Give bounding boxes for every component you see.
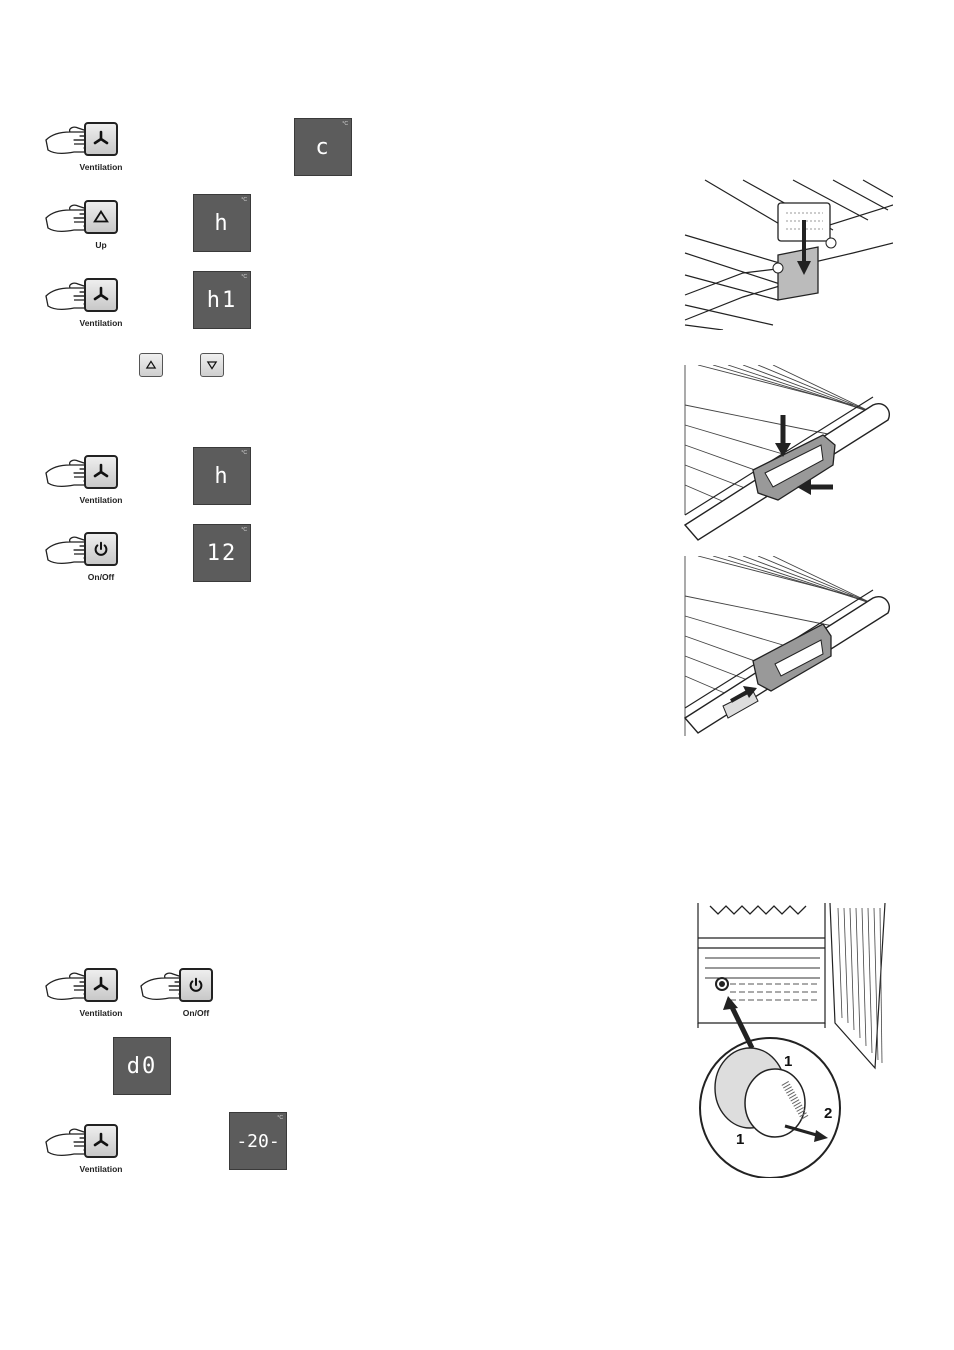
up-arrow-icon: [145, 359, 157, 371]
display-value: d0: [127, 1054, 158, 1079]
up-arrow-icon: [92, 208, 110, 226]
step-ventilation-4: Ventilation: [44, 966, 144, 1030]
display-value: c: [315, 135, 330, 160]
ventilation-button[interactable]: [84, 968, 118, 1002]
unit-label: °C: [241, 527, 247, 533]
display-c: °C c: [294, 118, 352, 176]
step-ventilation-2: Ventilation: [44, 276, 144, 340]
unit-label: °C: [241, 197, 247, 203]
ventilation-button[interactable]: [84, 455, 118, 489]
shelf-label-holder-figure: [683, 175, 893, 330]
callout-1: 1: [784, 1053, 792, 1070]
up-label: Up: [95, 240, 106, 250]
small-up-button[interactable]: [139, 353, 163, 377]
step-onoff-2: On/Off: [139, 966, 239, 1030]
display-h-2: °C h: [193, 447, 251, 505]
display-h1: °C h1: [193, 271, 251, 329]
down-arrow-icon: [206, 359, 218, 371]
ventilation-label: Ventilation: [80, 1008, 123, 1018]
shelf-clip-figure-1: [683, 365, 893, 545]
unit-label: °C: [342, 121, 348, 127]
display-value: -20-: [236, 1131, 279, 1152]
ventilation-button[interactable]: [84, 1124, 118, 1158]
onoff-button[interactable]: [84, 532, 118, 566]
power-icon: [92, 540, 110, 558]
up-button[interactable]: [84, 200, 118, 234]
unit-label: °C: [241, 450, 247, 456]
display-h: °C h: [193, 194, 251, 252]
display-12: °C 12: [193, 524, 251, 582]
ventilation-label: Ventilation: [80, 318, 123, 328]
ventilation-label: Ventilation: [80, 1164, 123, 1174]
fan-icon: [91, 1131, 111, 1151]
display-value: h1: [207, 288, 238, 313]
step-ventilation-1: Ventilation: [44, 120, 144, 184]
unit-label: °C: [241, 274, 247, 280]
callout-2: 2: [824, 1105, 832, 1122]
small-down-button[interactable]: [200, 353, 224, 377]
fan-icon: [91, 975, 111, 995]
step-up: Up: [44, 198, 144, 262]
onoff-label: On/Off: [183, 1008, 209, 1018]
fan-icon: [91, 285, 111, 305]
fan-icon: [91, 129, 111, 149]
unit-label: °C: [277, 1115, 283, 1121]
fan-icon: [91, 462, 111, 482]
display-value: h: [214, 211, 229, 236]
display-minus20: °C -20-: [229, 1112, 287, 1170]
ventilation-button[interactable]: [84, 122, 118, 156]
ventilation-label: Ventilation: [80, 162, 123, 172]
shelf-clip-figure-2: [683, 556, 893, 738]
step-ventilation-5: Ventilation: [44, 1122, 144, 1186]
ventilation-label: Ventilation: [80, 495, 123, 505]
onoff-label: On/Off: [88, 572, 114, 582]
step-onoff-1: On/Off: [44, 530, 144, 594]
onoff-button[interactable]: [179, 968, 213, 1002]
display-value: h: [214, 464, 229, 489]
power-icon: [187, 976, 205, 994]
display-d0: d0: [113, 1037, 171, 1095]
filter-removal-figure: 1 1 2: [690, 898, 900, 1178]
callout-1b: 1: [736, 1131, 744, 1148]
display-value: 12: [207, 541, 238, 566]
ventilation-button[interactable]: [84, 278, 118, 312]
step-ventilation-3: Ventilation: [44, 453, 144, 517]
